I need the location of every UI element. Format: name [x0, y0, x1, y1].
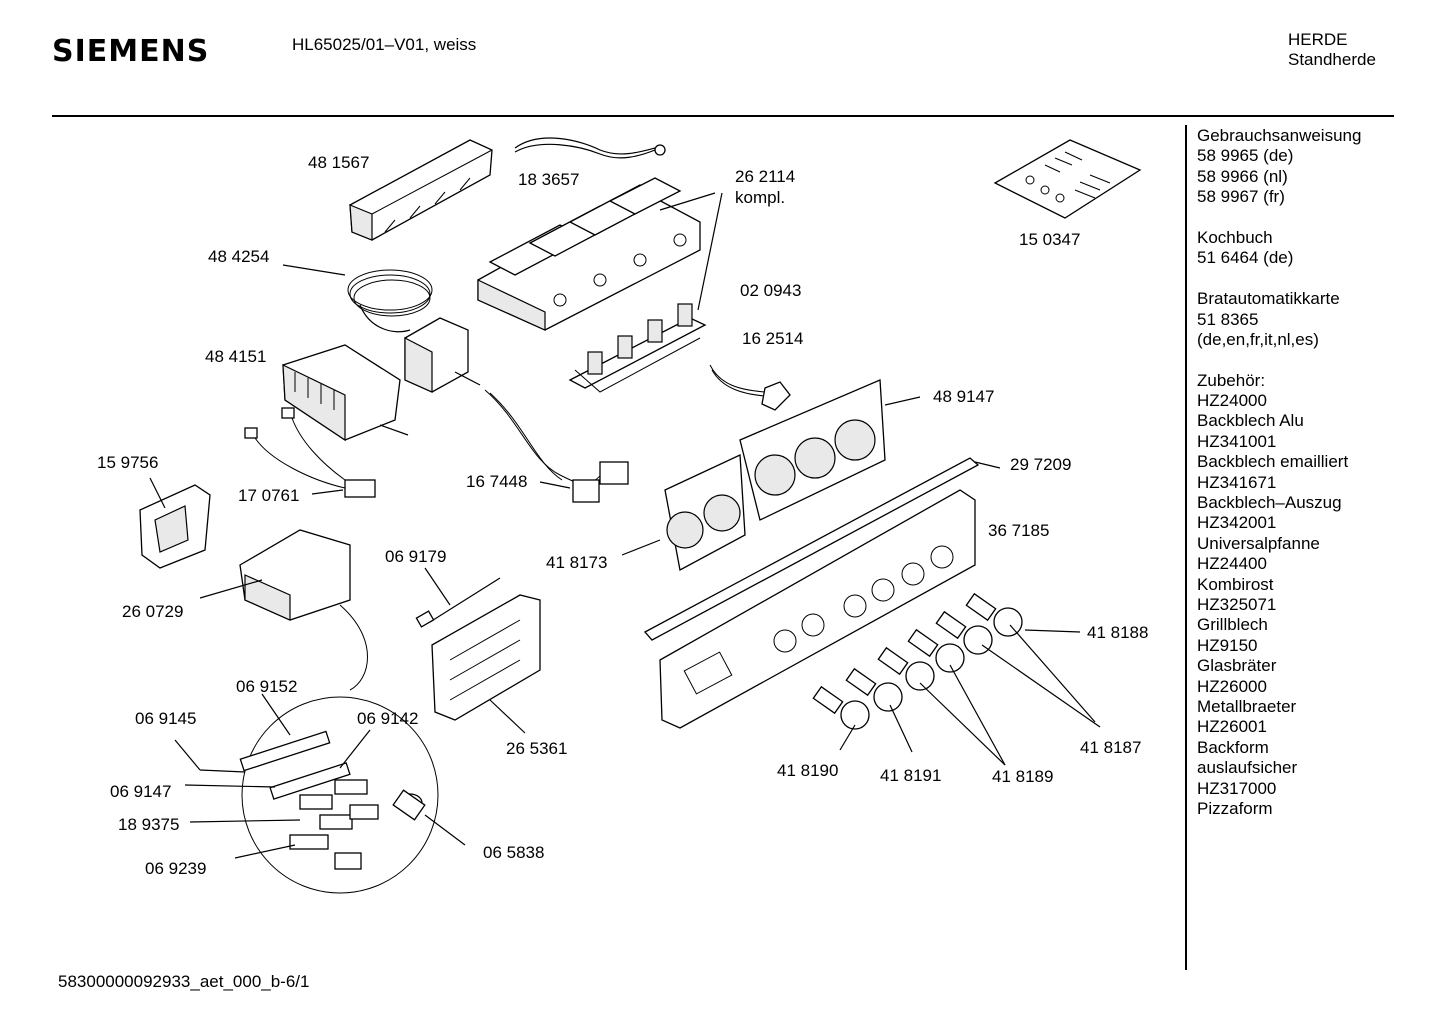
- label-167448: 16 7448: [466, 472, 527, 491]
- label-418188: 41 8188: [1087, 623, 1148, 642]
- label-069142: 06 9142: [357, 709, 418, 728]
- sidebar-line: Backblech emailliert: [1197, 452, 1349, 472]
- sidebar-line: Glasbräter: [1197, 656, 1277, 676]
- part-170761-cable: [244, 407, 376, 498]
- part-484151-function-switch: [282, 344, 409, 442]
- sidebar-line: Kombirost: [1197, 574, 1274, 594]
- category: HERDE Standherde: [1288, 30, 1376, 70]
- sidebar-line: HZ342001: [1197, 513, 1277, 533]
- sidebar-line: Universalpfanne: [1197, 533, 1320, 553]
- label-265361: 26 5361: [506, 739, 567, 758]
- part-297209-glass-strip: [643, 457, 1001, 641]
- label-183657: 18 3657: [518, 170, 579, 189]
- part-481567-switch-strip: [349, 139, 493, 241]
- label-189375: 18 9375: [118, 815, 179, 834]
- sidebar-line: Backblech Alu: [1197, 411, 1304, 431]
- label-297209: 29 7209: [1010, 455, 1071, 474]
- part-labels: 48 1567 18 3657 26 2114 kompl. 15 0347 4…: [97, 153, 1148, 878]
- header-divider: [52, 115, 1394, 117]
- label-150347: 15 0347: [1019, 230, 1080, 249]
- label-069145: 06 9145: [135, 709, 196, 728]
- sidebar-line: 51 6464 (de): [1197, 248, 1294, 268]
- control-knobs: [812, 592, 1023, 730]
- sidebar-line: HZ317000: [1197, 778, 1277, 798]
- label-260729: 26 0729: [122, 602, 183, 621]
- label-481567: 48 1567: [308, 153, 369, 172]
- label-170761: 17 0761: [238, 486, 299, 505]
- sidebar-line: Zubehör:: [1197, 370, 1266, 390]
- sidebar-line: HZ26000: [1197, 676, 1267, 696]
- sidebar-line: HZ341001: [1197, 431, 1277, 451]
- document-id: 58300000092933_aet_000_b-6/1: [58, 972, 310, 991]
- part-167448-cable: [484, 389, 629, 503]
- brand-logo: SIEMENS: [52, 34, 210, 69]
- sidebar-line: Kochbuch: [1197, 227, 1273, 247]
- label-069239: 06 9239: [145, 859, 206, 878]
- label-065838: 06 5838: [483, 843, 544, 862]
- sidebar-line: 58 9965 (de): [1197, 146, 1294, 166]
- part-162514-plug: [709, 364, 791, 411]
- sidebar-line: 58 9966 (nl): [1197, 166, 1288, 186]
- label-069179: 06 9179: [385, 547, 446, 566]
- sidebar-divider: [1185, 125, 1187, 970]
- label-418190: 41 8190: [777, 761, 838, 780]
- part-183657-cable: [514, 137, 666, 159]
- label-367185: 36 7185: [988, 521, 1049, 540]
- sidebar-line: (de,en,fr,it,nl,es): [1197, 329, 1319, 349]
- sidebar-line: HZ24400: [1197, 554, 1267, 574]
- label-484151: 48 4151: [205, 347, 266, 366]
- label-069152: 06 9152: [236, 677, 297, 696]
- sidebar-line: HZ341671: [1197, 472, 1277, 492]
- model-number: HL65025/01–V01, weiss: [292, 35, 477, 54]
- label-020943: 02 0943: [740, 281, 801, 300]
- sidebar-line: Backform: [1197, 737, 1269, 757]
- label-484254: 48 4254: [208, 247, 269, 266]
- sidebar-line: Grillblech: [1197, 615, 1268, 635]
- part-260729-relay-box: [199, 529, 368, 691]
- label-418189: 41 8189: [992, 767, 1053, 786]
- label-489147: 48 9147: [933, 387, 994, 406]
- part-069179-rod: [415, 567, 501, 628]
- detail-circle: [239, 696, 439, 894]
- leader-lines: [174, 192, 1101, 859]
- sidebar-line: auslaufsicher: [1197, 758, 1298, 778]
- part-418173-knob-holder: [621, 454, 746, 571]
- sidebar-line: 58 9967 (fr): [1197, 187, 1285, 207]
- sidebar-line: HZ325071: [1197, 594, 1277, 614]
- label-069147: 06 9147: [110, 782, 171, 801]
- sidebar-line: Pizzaform: [1197, 798, 1273, 818]
- label-162514: 16 2514: [742, 329, 803, 348]
- label-262114: 26 2114: [735, 167, 795, 186]
- category-line-1: HERDE: [1288, 30, 1348, 49]
- part-159756-bracket: [139, 477, 211, 569]
- part-150347-screw-bag: [993, 139, 1142, 219]
- sidebar-line: HZ9150: [1197, 635, 1258, 655]
- sidebar-line: HZ24000: [1197, 391, 1267, 411]
- part-484254-thermostat: [282, 264, 481, 393]
- part-367185-control-panel: [659, 489, 976, 729]
- sidebar-line: Gebrauchsanweisung: [1197, 126, 1362, 145]
- sidebar-line: HZ26001: [1197, 717, 1267, 737]
- label-kompl: kompl.: [735, 188, 785, 207]
- part-265361-board: [431, 594, 541, 734]
- label-418191: 41 8191: [880, 766, 941, 785]
- part-020943-switches: [568, 303, 707, 393]
- part-489147-knob-holder: [739, 379, 921, 521]
- sidebar-line: Metallbraeter: [1197, 696, 1297, 716]
- label-418187: 41 8187: [1080, 738, 1141, 757]
- label-418173: 41 8173: [546, 553, 607, 572]
- sidebar-line: Backblech–Auszug: [1197, 493, 1342, 513]
- sidebar-line: 51 8365: [1197, 309, 1259, 329]
- sidebar-line: Bratautomatikkarte: [1197, 289, 1340, 309]
- category-line-2: Standherde: [1288, 50, 1376, 69]
- part-262114-switch-block: [477, 177, 701, 331]
- label-159756: 15 9756: [97, 453, 158, 472]
